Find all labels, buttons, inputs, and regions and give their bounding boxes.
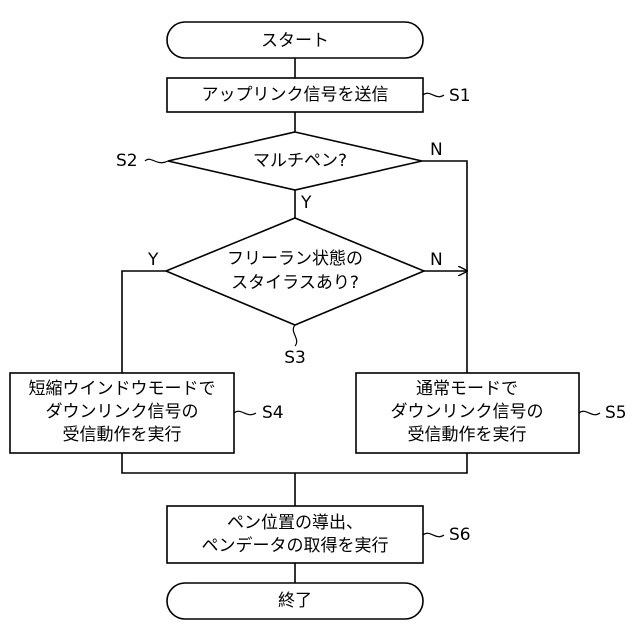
- decision-s3-line-2: スタイラスあり?: [231, 273, 359, 293]
- decision-s3-line-1: フリーラン状態の: [227, 249, 363, 269]
- leader-s1: [423, 93, 444, 96]
- leader-s2: [145, 159, 168, 162]
- process-s5-line-2: ダウンリンク信号の: [391, 402, 544, 422]
- process-s6-line-2: ペンデータの取得を実行: [202, 535, 389, 556]
- leader-s4: [234, 411, 256, 414]
- step-label-s3: S3: [284, 348, 306, 368]
- process-s6: ペン位置の導出、 ペンデータの取得を実行: [167, 506, 423, 563]
- decision-s3-no-label: N: [430, 250, 443, 270]
- step-label-s2: S2: [116, 151, 138, 171]
- process-s5: 通常モードで ダウンリンク信号の 受信動作を実行: [356, 373, 579, 453]
- process-s4: 短縮ウインドウモードで ダウンリンク信号の 受信動作を実行: [10, 373, 234, 453]
- process-s1-label: アップリンク信号を送信: [202, 85, 389, 105]
- decision-s3-yes-label: Y: [147, 250, 159, 270]
- process-s6-line-1: ペン位置の導出、: [227, 513, 363, 533]
- start-terminator: スタート: [167, 22, 423, 58]
- leader-s5: [579, 411, 600, 414]
- step-label-s1: S1: [449, 86, 471, 106]
- connector-merge: [122, 453, 467, 473]
- step-label-s6: S6: [449, 525, 471, 545]
- step-label-s4: S4: [262, 403, 284, 423]
- leader-s3: [293, 325, 296, 346]
- start-label: スタート: [261, 31, 329, 51]
- decision-s2-yes-label: Y: [300, 193, 312, 213]
- leader-s6: [423, 533, 444, 536]
- decision-s2-label: マルチペン?: [253, 151, 347, 171]
- connector-s2-no: [422, 161, 467, 373]
- step-label-s5: S5: [605, 403, 627, 423]
- decision-s2-no-label: N: [430, 140, 443, 160]
- decision-s3: フリーラン状態の スタイラスあり?: [166, 218, 424, 325]
- process-s5-line-3: 受信動作を実行: [408, 425, 527, 445]
- process-s5-line-1: 通常モードで: [416, 379, 518, 399]
- end-label: 終了: [278, 591, 312, 611]
- decision-s2: マルチペン?: [168, 132, 422, 190]
- process-s4-line-2: ダウンリンク信号の: [46, 402, 199, 422]
- process-s4-line-1: 短縮ウインドウモードで: [29, 379, 216, 399]
- process-s4-line-3: 受信動作を実行: [63, 425, 182, 445]
- end-terminator: 終了: [167, 583, 423, 619]
- process-s1: アップリンク信号を送信: [167, 78, 423, 112]
- connector-s3-yes: [122, 271, 166, 373]
